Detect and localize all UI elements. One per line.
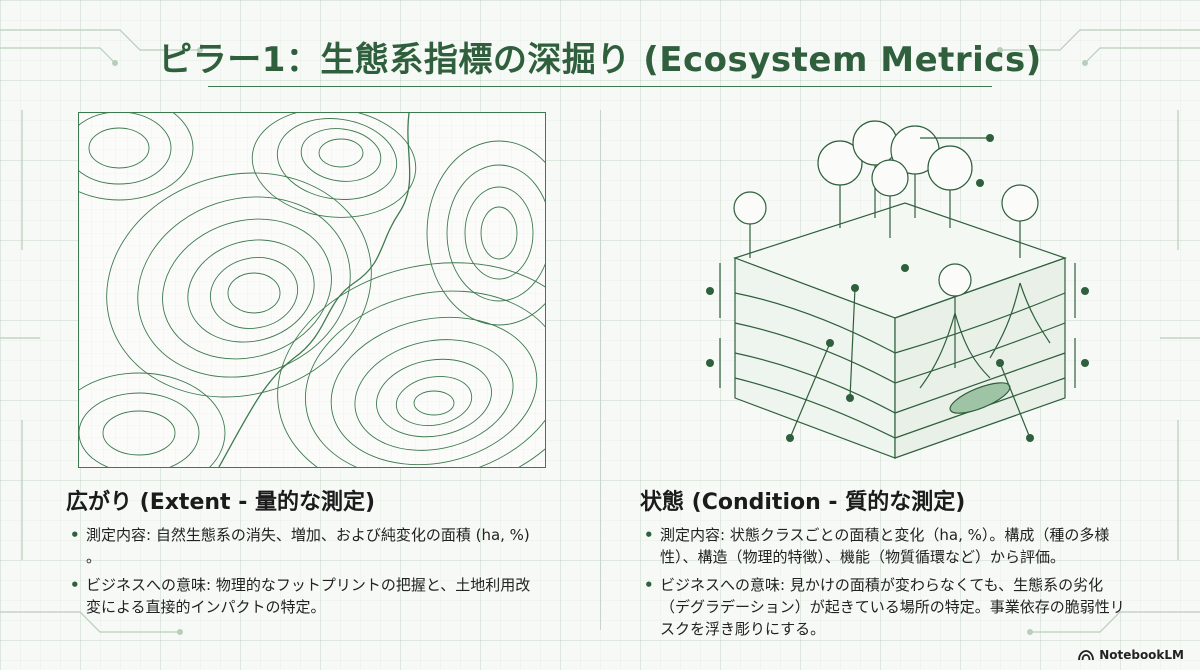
notebooklm-logo-icon bbox=[1078, 650, 1095, 661]
page-title: ピラー1：生態系指標の深掘り (Ecosystem Metrics) bbox=[158, 40, 1042, 80]
column-divider bbox=[600, 110, 601, 630]
soil-cross-section bbox=[706, 120, 1089, 459]
topographic-map-illustration bbox=[78, 112, 546, 468]
list-item: 測定内容: 状態クラスごとの面積と変化（ha, %）。構成（種の多様性）、構造（… bbox=[640, 524, 1130, 568]
list-item: ビジネスへの意味: 見かけの面積が変わらなくても、生態系の劣化（デグラデーション… bbox=[640, 574, 1130, 640]
extent-bullet-list: 測定内容: 自然生態系の消失、増加、および純変化の面積 (ha, %) 。 ビジ… bbox=[66, 524, 536, 624]
condition-heading: 状態 (Condition - 質的な測定) bbox=[640, 490, 966, 515]
title-underline bbox=[208, 86, 992, 87]
notebooklm-watermark: NotebookLM bbox=[1078, 648, 1184, 662]
list-item: 測定内容: 自然生態系の消失、増加、および純変化の面積 (ha, %) 。 bbox=[66, 524, 536, 568]
condition-bullet-list: 測定内容: 状態クラスごとの面積と変化（ha, %）。構成（種の多様性）、構造（… bbox=[640, 524, 1130, 646]
list-item: ビジネスへの意味: 物理的なフットプリントの把握と、土地利用改変による直接的イン… bbox=[66, 574, 536, 618]
contour-lines bbox=[79, 113, 545, 467]
brand-label: NotebookLM bbox=[1099, 648, 1184, 662]
ecosystem-block-illustration bbox=[690, 108, 1100, 478]
extent-heading: 広がり (Extent - 量的な測定) bbox=[66, 490, 376, 515]
